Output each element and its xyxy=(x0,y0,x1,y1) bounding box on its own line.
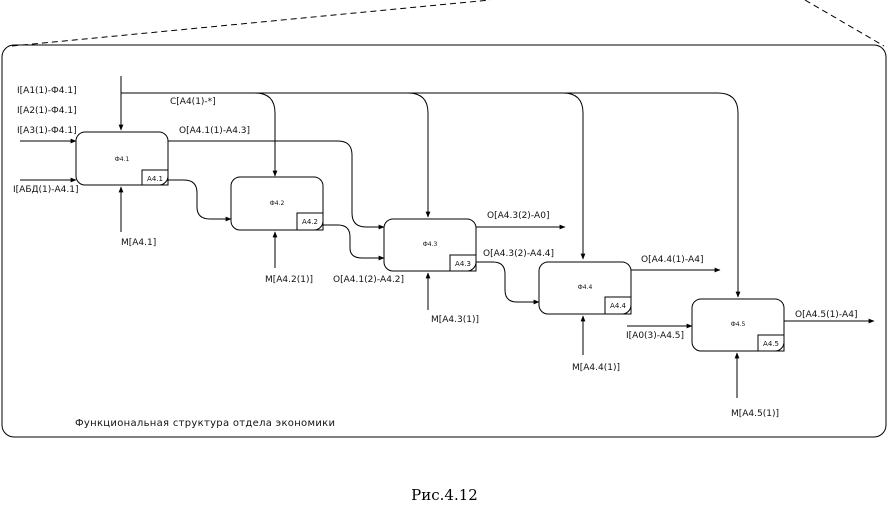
box-id-a45: А4.5 xyxy=(763,340,779,348)
diagram-frame xyxy=(1,44,887,438)
input-label-i1: I[А1(1)-Ф4.1] xyxy=(17,86,77,96)
output-label-o1: O[А4.1(1)-А4.3] xyxy=(179,126,250,136)
control-arrow-a44 xyxy=(408,92,586,260)
mechanism-label-m5: M[А4.5(1)] xyxy=(731,409,779,419)
idef0-diagram: Функциональная структура отдела экономик… xyxy=(1,0,887,438)
flow-arrow-a41-a42 xyxy=(168,179,232,222)
box-id-a43: А4.3 xyxy=(455,260,471,268)
function-box-a45[interactable]: Ф4.5 А4.5 xyxy=(691,298,785,352)
output-label-o2: O[А4.3(2)-А0] xyxy=(487,211,549,221)
mechanism-label-m3: M[А4.3(1)] xyxy=(431,315,479,325)
control-label-c1: C[А4(1)-*] xyxy=(170,97,216,107)
mechanism-label-m4: M[А4.4(1)] xyxy=(572,363,620,373)
box-title-a41: Ф4.1 xyxy=(115,156,130,163)
mechanism-label-m1: M[А4.1] xyxy=(121,238,156,248)
function-box-a43[interactable]: Ф4.3 А4.3 xyxy=(383,218,477,272)
function-box-a41[interactable]: Ф4.1 А4.1 xyxy=(75,131,169,186)
box-id-a41: А4.1 xyxy=(147,175,163,183)
box-title-a42: Ф4.2 xyxy=(270,200,285,207)
input-label-i5: I[А0(3)-А4.5] xyxy=(626,331,684,341)
box-title-a45: Ф4.5 xyxy=(731,321,746,328)
flow-arrow-a42-a43 xyxy=(323,224,385,261)
box-id-a44: А4.4 xyxy=(610,302,626,310)
output-arrow-o1 xyxy=(168,140,385,230)
output-label-o3: O[А4.3(2)-А4.4] xyxy=(483,249,554,259)
input-label-i2: I[А2(1)-Ф4.1] xyxy=(17,106,77,116)
output-label-o5: O[А4.5(1)-А4] xyxy=(795,310,857,320)
box-title-a44: Ф4.4 xyxy=(578,284,593,291)
callout-line-right xyxy=(804,0,885,47)
control-arrow-a45 xyxy=(563,92,741,298)
callout-line-left xyxy=(11,0,491,47)
control-arrow-a43 xyxy=(255,92,431,218)
input-label-i3: I[А3(1)-Ф4.1] xyxy=(17,126,77,136)
function-box-a42[interactable]: Ф4.2 А4.2 xyxy=(230,176,324,231)
input-label-i4: I[АБД(1)-А4.1] xyxy=(13,185,79,195)
output-label-o4: O[А4.4(1)-А4] xyxy=(641,255,703,265)
box-id-a42: А4.2 xyxy=(302,218,318,226)
frame-title: Функциональная структура отдела экономик… xyxy=(75,418,335,429)
output-label-o6: O[А4.1(2)-А4.2] xyxy=(333,275,404,285)
box-title-a43: Ф4.3 xyxy=(423,241,438,248)
flow-arrow-a43-a44 xyxy=(476,261,540,305)
figure-caption: Рис.4.12 xyxy=(411,486,478,504)
mechanism-label-m2: M[А4.2(1)] xyxy=(265,275,313,285)
function-box-a44[interactable]: Ф4.4 А4.4 xyxy=(538,261,632,315)
